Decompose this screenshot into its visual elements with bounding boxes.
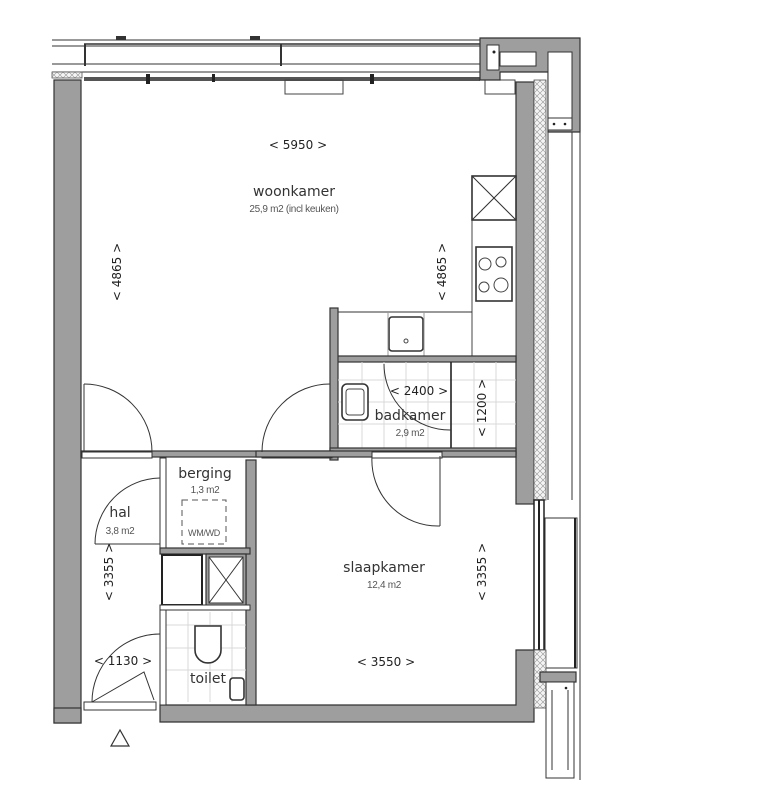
dim-badkamer-depth: < 1200 > — [475, 379, 489, 437]
room-area-slaapkamer: 12,4 m2 — [367, 580, 402, 591]
door-swing-slaapkamer — [371, 455, 441, 527]
room-name-slaapkamer: slaapkamer — [343, 560, 425, 576]
kitchen — [329, 175, 517, 461]
interior-walls — [80, 450, 517, 706]
room-name-woonkamer: woonkamer — [253, 184, 335, 200]
washer-dryer-placeholder — [181, 499, 227, 545]
sink-icon — [388, 316, 424, 352]
dim-woonkamer-depth-left: < 4865 > — [110, 243, 124, 301]
room-area-woonkamer: 25,9 m2 (incl keuken) — [249, 204, 338, 215]
room-area-berging: 1,3 m2 — [191, 485, 221, 496]
washbasin-icon — [341, 383, 369, 421]
shower-door-swing — [383, 363, 452, 431]
room-name-berging: berging — [178, 466, 232, 482]
doors — [83, 383, 441, 703]
door-swing-entrance — [91, 633, 161, 703]
room-name-toilet: toilet — [190, 671, 226, 687]
toilet-bowl-icon — [194, 625, 222, 664]
corner-column — [479, 37, 581, 133]
door-swing-living-left — [83, 383, 153, 453]
room-area-hal: 3,8 m2 — [106, 526, 136, 537]
top-facade — [51, 36, 516, 95]
exterior-walls — [53, 79, 581, 780]
dim-slaapkamer-width: < 3550 > — [357, 655, 415, 669]
dim-woonkamer-width: < 5950 > — [269, 138, 327, 152]
dim-badkamer-width: < 2400 > — [390, 384, 448, 398]
stove-icon — [475, 246, 513, 302]
entrance-triangle-icon — [109, 728, 131, 747]
dim-woonkamer-depth-right: < 4865 > — [435, 243, 449, 301]
dim-hal-width: < 1130 > — [94, 654, 152, 668]
room-name-hal: hal — [109, 505, 130, 521]
dim-hal-depth: < 3355 > — [102, 543, 116, 601]
washer-dryer-label: WM/WD — [188, 528, 221, 538]
handbasin-icon — [229, 677, 245, 701]
room-area-badkamer: 2,9 m2 — [396, 428, 426, 439]
room-name-badkamer: badkamer — [375, 408, 446, 424]
dim-slaapkamer-depth: < 3355 > — [475, 543, 489, 601]
door-swing-berging — [94, 477, 161, 545]
door-swing-living-right — [261, 383, 331, 453]
